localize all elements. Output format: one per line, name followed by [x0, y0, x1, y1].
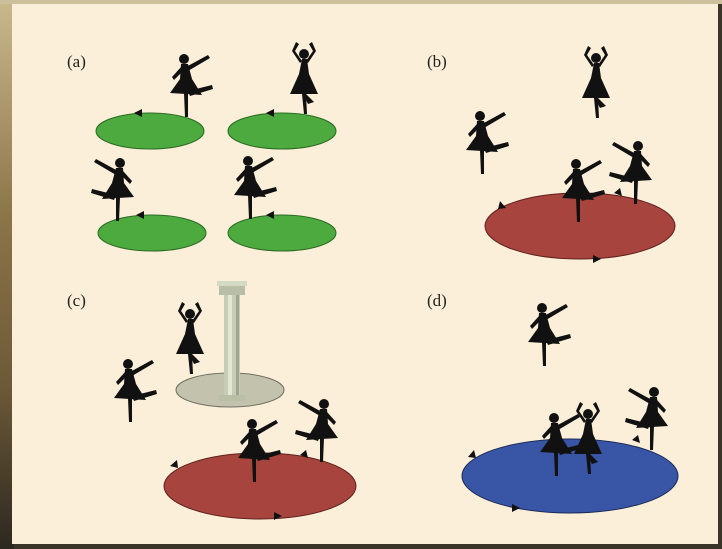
dancer-icon	[91, 158, 134, 221]
red-disk	[163, 452, 357, 520]
left-border	[0, 0, 14, 549]
arrow-icon	[498, 201, 506, 209]
arrow-icon	[614, 188, 622, 196]
dancer-icon	[295, 399, 338, 462]
blue-disk	[461, 438, 679, 514]
dancer-icon	[609, 141, 652, 204]
arrow-icon	[266, 211, 274, 219]
green-disk	[95, 112, 205, 150]
green-disk	[97, 214, 207, 252]
panel-label-c: (c)	[67, 291, 86, 310]
panel-d	[461, 303, 679, 514]
panel-b	[466, 46, 676, 263]
arrow-icon	[266, 109, 274, 117]
panel-label-a: (a)	[67, 52, 86, 71]
panel-c	[114, 281, 357, 520]
dancer-icon	[290, 42, 318, 114]
arrow-icon	[134, 109, 142, 117]
arrow-icon	[170, 460, 178, 468]
dancer-icon	[114, 359, 157, 422]
arrow-icon	[468, 450, 476, 458]
dancer-icon	[625, 387, 668, 450]
dancer-icon	[466, 111, 509, 174]
dancer-icon	[582, 46, 610, 118]
dancer-icon	[528, 303, 571, 366]
arrow-icon	[593, 255, 601, 263]
panel-label-d: (d)	[427, 291, 447, 310]
dancer-icon	[170, 54, 213, 117]
arrow-icon	[136, 211, 144, 219]
arrow-icon	[274, 512, 282, 520]
arrow-icon	[300, 450, 308, 458]
dancer-icon	[234, 156, 277, 219]
green-disk	[227, 112, 337, 150]
top-border	[0, 0, 722, 4]
panel-a	[91, 42, 337, 252]
dancer-icon	[176, 302, 204, 374]
arrow-icon	[512, 504, 520, 512]
arrow-icon	[632, 435, 640, 443]
green-disk	[227, 214, 337, 252]
panel-label-b: (b)	[427, 52, 447, 71]
